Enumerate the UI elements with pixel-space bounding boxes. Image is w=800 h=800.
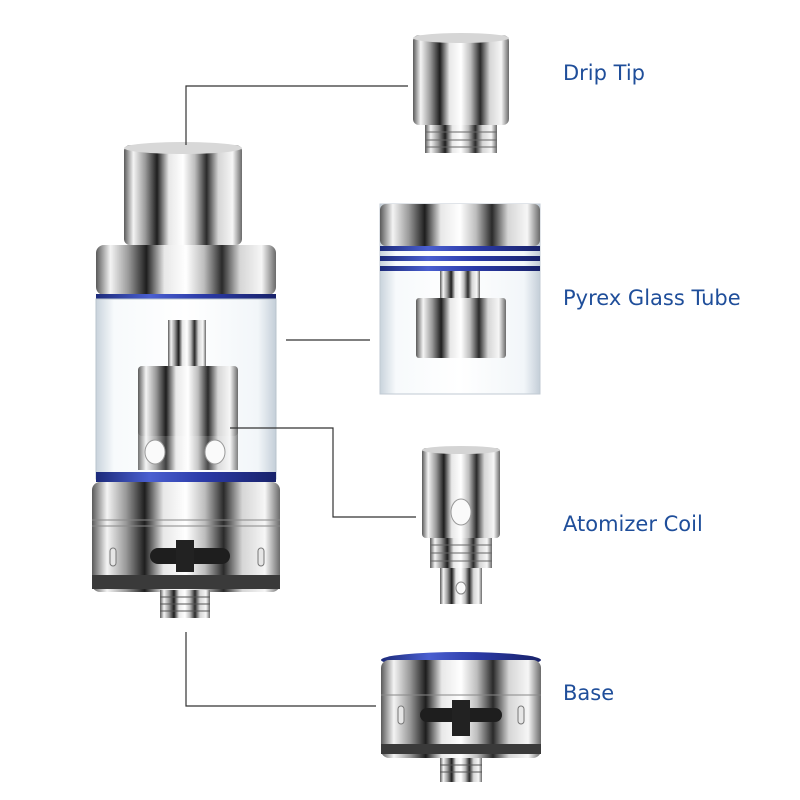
label-atomizer-coil: Atomizer Coil — [563, 512, 703, 536]
assembled-base — [92, 482, 280, 592]
leader-line-base — [185, 632, 376, 707]
drip-tip-part — [413, 33, 509, 153]
assembled-tank — [92, 142, 280, 618]
assembled-drip-tip — [124, 145, 242, 245]
label-drip-tip: Drip Tip — [563, 61, 645, 85]
atomizer-coil-part — [422, 446, 500, 604]
leader-line-atomizer-coil — [230, 427, 416, 518]
label-base: Base — [563, 681, 615, 705]
assembled-coil — [138, 366, 238, 436]
pyrex-glass-tube-part — [379, 203, 541, 395]
label-pyrex-glass-tube: Pyrex Glass Tube — [563, 286, 741, 310]
assembled-top-cap — [96, 245, 276, 295]
base-part — [381, 652, 541, 782]
leader-line-drip-tip — [185, 85, 408, 145]
